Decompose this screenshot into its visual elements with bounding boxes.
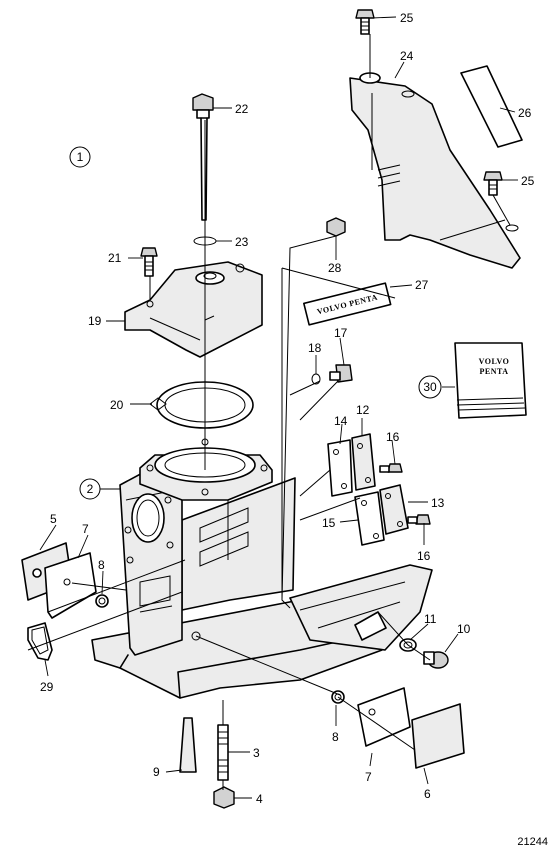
plate-15 [354,491,385,546]
screw-16-lower [407,514,431,525]
callout-16-lower: 16 [417,549,431,563]
plate-13 [379,484,409,535]
assembly-lines [27,34,511,790]
callout-9: 9 [153,765,160,779]
screw-16-upper [379,463,403,473]
callout-11: 11 [424,612,437,626]
callout-12: 12 [356,403,370,417]
top-cover [349,72,521,269]
rubber-plug-9 [179,717,197,773]
nut-4 [213,786,235,809]
callout-15: 15 [322,516,336,530]
callout-25-top: 25 [400,11,414,25]
callout-14: 14 [334,414,348,428]
washer-8-left [95,594,109,608]
top-cover-body [349,77,521,269]
callout-20: 20 [110,398,124,412]
plate-6 [411,703,465,769]
circled-label-2: 2 [79,478,101,500]
callout-10: 10 [457,622,471,636]
callout-28: 28 [328,261,342,275]
callout-13: 13 [431,496,445,510]
callout-numbers: 25 24 26 25 22 23 21 28 27 19 17 18 20 1… [40,11,535,806]
svg-text:1: 1 [77,150,84,164]
callout-7-left: 7 [82,522,89,536]
plate-14 [327,439,353,497]
housing-side-boss [354,611,387,641]
callout-leaders [39,16,518,799]
plate-7-left [44,552,97,619]
callout-17: 17 [334,326,348,340]
nut-28 [326,217,346,237]
upper-cover-body [124,261,263,358]
callout-21: 21 [108,251,122,265]
callout-5: 5 [50,512,57,526]
svg-text:30: 30 [423,380,437,394]
housing-skeg [289,564,433,651]
callout-4: 4 [256,792,263,806]
housing-assembly [91,438,433,699]
dipstick [192,93,217,246]
gasket-ring [149,381,254,429]
callout-23: 23 [235,235,249,249]
callout-26: 26 [518,106,532,120]
callout-16-upper: 16 [386,430,400,444]
callout-3: 3 [253,746,260,760]
callout-19: 19 [88,314,102,328]
callout-6: 6 [424,787,431,801]
upper-cover [124,261,263,358]
screw-21 [140,247,158,277]
screw-right [483,171,503,196]
decal-27: VOLVO PENTA [303,282,392,326]
plug-10 [423,651,449,669]
callout-24: 24 [400,49,414,63]
callout-18: 18 [308,341,322,355]
plate-12 [351,433,376,491]
manual-text-line2: PENTA [479,367,508,376]
callout-25-right: 25 [521,174,535,188]
stud-3 [217,724,229,781]
callout-7-right: 7 [365,770,372,784]
circled-label-30: 30 [418,375,442,399]
callout-8-right: 8 [332,730,339,744]
manual-30: VOLVO PENTA [454,342,527,419]
callout-8-left: 8 [98,558,105,572]
circled-label-1: 1 [69,146,91,168]
drawing-number: 21244 [517,836,548,848]
screw-top [355,9,375,35]
svg-text:2: 2 [87,482,94,496]
callout-27: 27 [415,278,429,292]
manual-text-line1: VOLVO [479,357,510,366]
callout-22: 22 [235,102,249,116]
plate-7-right [357,687,411,747]
gasket-strip [460,65,523,148]
plug-17 [329,364,353,383]
callout-29: 29 [40,680,54,694]
